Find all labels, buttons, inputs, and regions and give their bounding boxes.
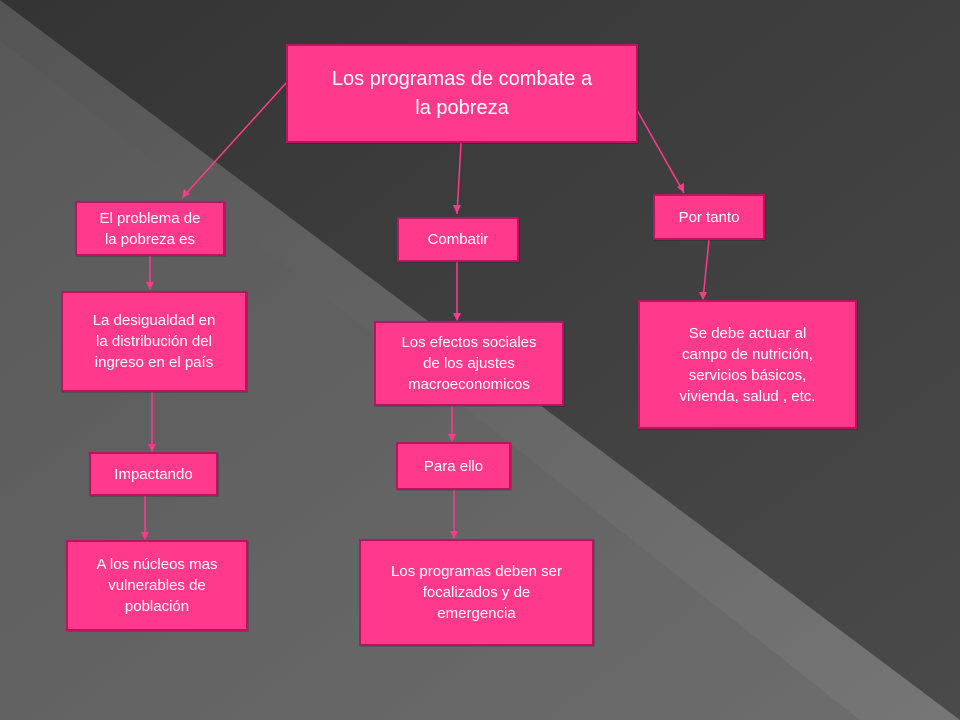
right-detail-label: Se debe actuar al campo de nutrición, se… — [679, 324, 816, 405]
left-branch-label: El problema de la pobreza es — [99, 209, 201, 248]
center-connector-node: Para ello — [396, 442, 511, 490]
root-node: Los programas de combate a la pobreza — [286, 44, 638, 143]
left-result-label: A los núcleos mas vulnerables de poblaci… — [96, 556, 218, 615]
center-branch-node: Combatir — [397, 217, 519, 262]
right-branch-node: Por tanto — [653, 194, 765, 240]
left-connector-node: Impactando — [89, 452, 218, 496]
right-branch-label: Por tanto — [678, 208, 740, 226]
center-detail-label: Los efectos sociales de los ajustes macr… — [401, 334, 537, 393]
center-result-node: Los programas deben ser focalizados y de… — [359, 539, 594, 646]
left-branch-node: El problema de la pobreza es — [75, 201, 225, 256]
left-connector-label: Impactando — [114, 465, 193, 483]
left-detail-node: La desigualdad en la distribución del in… — [61, 291, 247, 392]
root-node-label: Los programas de combate a la pobreza — [331, 67, 593, 119]
left-detail-label: La desigualdad en la distribución del in… — [92, 312, 216, 371]
center-result-label: Los programas deben ser focalizados y de… — [391, 563, 562, 622]
center-branch-label: Combatir — [427, 231, 489, 248]
center-detail-node: Los efectos sociales de los ajustes macr… — [374, 321, 564, 406]
right-detail-node: Se debe actuar al campo de nutrición, se… — [638, 300, 857, 429]
center-connector-label: Para ello — [423, 457, 484, 475]
left-result-node: A los núcleos mas vulnerables de poblaci… — [66, 540, 248, 631]
